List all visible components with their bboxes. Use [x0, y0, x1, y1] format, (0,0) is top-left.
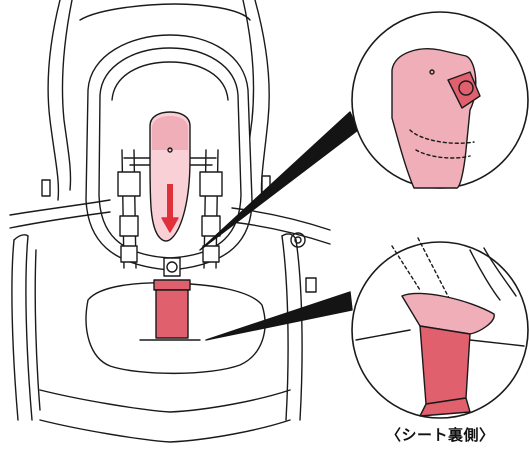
callout-circle-upper: [352, 12, 528, 188]
crotch-buckle: [154, 258, 190, 338]
callout-circle-lower: [352, 238, 528, 418]
caption-seat-back-side: 〈シート裏側〉: [386, 424, 526, 448]
left-armrest: [12, 235, 40, 420]
right-armrest: [282, 233, 316, 420]
